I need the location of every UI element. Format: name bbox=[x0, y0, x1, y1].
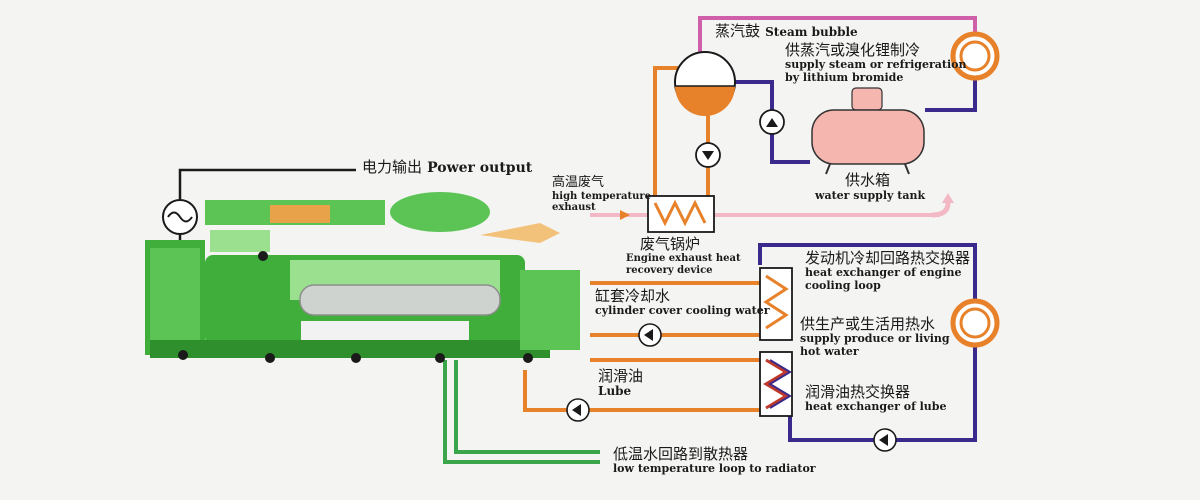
hot-water-zh: 供生产或生活用热水 bbox=[800, 315, 936, 333]
low-temp-label: 低温水回路到散热器 low temperature loop to radiat… bbox=[613, 445, 816, 476]
supply-steam-en1: supply steam or refrigeration bbox=[785, 58, 967, 72]
high-temp-zh: 高温废气 bbox=[552, 175, 605, 190]
lube-flow-arrow-icon bbox=[566, 398, 590, 422]
steam-drum bbox=[674, 51, 736, 116]
power-output-line bbox=[178, 168, 356, 200]
lube-return-pipe bbox=[523, 370, 770, 412]
water-tank-en: water supply tank bbox=[815, 189, 926, 202]
high-temp-exhaust-label: 高温废气 high temperature exhaust bbox=[552, 175, 651, 214]
lube-zh: 润滑油 bbox=[598, 367, 644, 385]
lube-hx-label: 润滑油热交换器 heat exchanger of lube bbox=[805, 383, 947, 414]
steam-bubble-zh: 蒸汽鼓 bbox=[715, 22, 761, 40]
generator-symbol-icon bbox=[162, 199, 198, 235]
feedwater-pump-icon bbox=[759, 109, 785, 135]
power-output-zh: 电力输出 bbox=[362, 158, 423, 176]
steam-pipe bbox=[698, 16, 977, 55]
supply-steam-en2: by lithium bromide bbox=[785, 70, 904, 84]
low-temperature-pipes bbox=[443, 360, 600, 464]
low-temp-en: low temperature loop to radiator bbox=[613, 462, 816, 476]
lube-hx-zh: 润滑油热交换器 bbox=[805, 383, 911, 401]
hot-water-consumer-icon bbox=[950, 298, 1000, 348]
engine-hx-en1: heat exchanger of engine bbox=[805, 266, 962, 280]
supply-steam-zh: 供蒸汽或溴化锂制冷 bbox=[785, 41, 921, 59]
hot-water-en2: hot water bbox=[800, 344, 859, 358]
water-tank-en-label: water supply tank bbox=[815, 189, 926, 203]
water-tank-label: 供水箱 bbox=[845, 171, 891, 189]
steam-consumer-icon bbox=[950, 31, 1000, 81]
power-output-label: 电力输出 Power output bbox=[362, 158, 532, 176]
boiler-zh: 废气锅炉 bbox=[640, 235, 701, 253]
lube-hx-en: heat exchanger of lube bbox=[805, 400, 947, 414]
boiler-label: 废气锅炉 bbox=[640, 235, 701, 253]
engine-hx-en2: cooling loop bbox=[805, 278, 881, 292]
engine-hx-zh: 发动机冷却回路热交换器 bbox=[805, 249, 971, 267]
hot-water-en1: supply produce or living bbox=[800, 332, 950, 346]
steam-return-pipe bbox=[925, 78, 977, 112]
boiler-en2: recovery device bbox=[626, 264, 713, 276]
engine-generator-set bbox=[145, 192, 580, 363]
hot-water-label: 供生产或生活用热水 supply produce or living hot w… bbox=[800, 315, 950, 359]
cylinder-flow-arrow-icon bbox=[638, 323, 662, 347]
high-temp-en1: high temperature bbox=[552, 190, 651, 202]
lube-en: Lube bbox=[598, 384, 632, 399]
supply-steam-label: 供蒸汽或溴化锂制冷 supply steam or refrigeration … bbox=[785, 41, 967, 85]
engine-hot-water-pipe bbox=[758, 243, 977, 300]
cylinder-zh: 缸套冷却水 bbox=[595, 287, 671, 305]
boiler-en1: Engine exhaust heat bbox=[626, 253, 741, 264]
cylinder-en: cylinder cover cooling water bbox=[595, 304, 770, 318]
lube-heat-exchanger bbox=[759, 351, 793, 417]
exhaust-outlet-arrow-icon bbox=[931, 202, 951, 218]
steam-bubble-label: 蒸汽鼓 Steam bubble bbox=[715, 22, 858, 40]
exhaust-arrow-icon bbox=[620, 210, 630, 220]
water-tank-zh: 供水箱 bbox=[845, 171, 891, 189]
high-temp-en2: exhaust bbox=[552, 202, 596, 214]
exhaust-boiler bbox=[647, 195, 715, 233]
boiler-riser-pipe bbox=[653, 66, 680, 200]
return-flow-arrow-icon bbox=[873, 428, 897, 452]
water-supply-tank bbox=[811, 87, 925, 175]
engine-hx-label: 发动机冷却回路热交换器 heat exchanger of engine coo… bbox=[805, 249, 971, 293]
boiler-en-label: Engine exhaust heat recovery device bbox=[626, 253, 741, 276]
engine-heat-exchanger bbox=[759, 267, 793, 341]
cylinder-water-label: 缸套冷却水 cylinder cover cooling water bbox=[595, 287, 770, 318]
power-output-en: Power output bbox=[427, 160, 533, 176]
boiler-pump-icon bbox=[695, 142, 721, 168]
low-temp-zh: 低温水回路到散热器 bbox=[613, 445, 749, 463]
exhaust-outlet-tip-icon bbox=[942, 193, 954, 203]
lube-label: 润滑油 Lube bbox=[598, 367, 644, 399]
steam-bubble-en: Steam bubble bbox=[765, 25, 858, 39]
